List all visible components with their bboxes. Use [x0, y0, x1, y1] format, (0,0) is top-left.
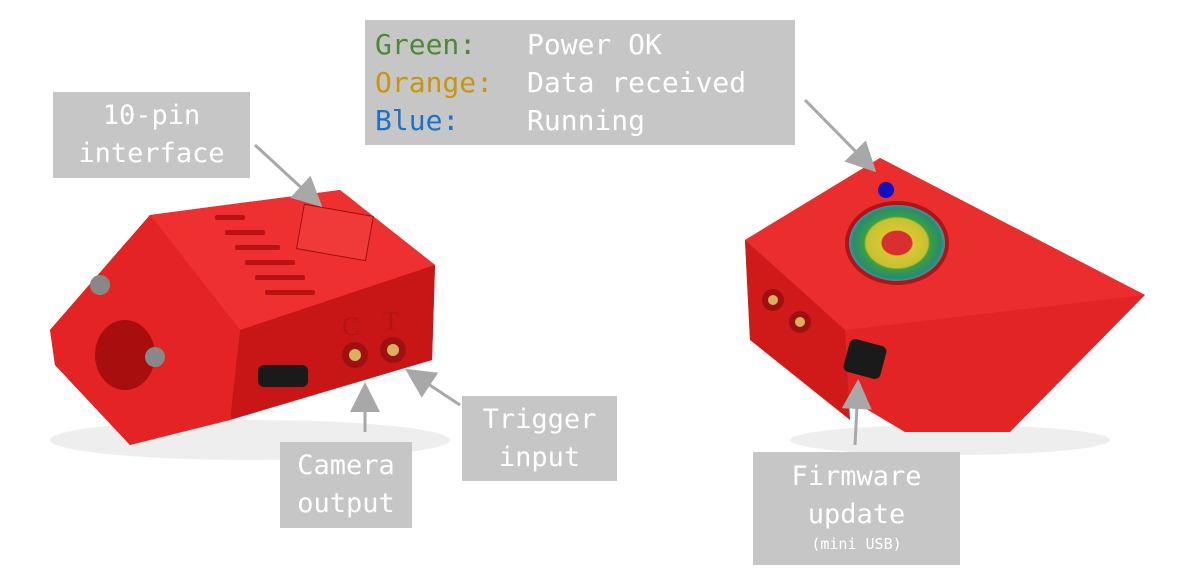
- legend-row-blue: Blue: Running: [375, 102, 795, 140]
- camera-output-label: Camera output: [280, 442, 412, 528]
- trigger-marking: T: [383, 307, 399, 336]
- trigger-arrow: [404, 368, 461, 407]
- label-line: interface: [78, 138, 225, 169]
- legend-row-orange: Orange: Data received: [375, 64, 795, 102]
- mini-usb-port-icon: [843, 339, 887, 379]
- status-led-icon: [878, 182, 894, 198]
- legend-row-green: Green: Power OK: [375, 26, 795, 64]
- interface-label: 10-pin interface: [53, 92, 250, 178]
- left-device: C T: [50, 190, 450, 460]
- label-line: output: [297, 488, 395, 519]
- firmware-arrow: [841, 379, 872, 446]
- usb-port-icon: [258, 365, 308, 387]
- label-line: 10-pin: [102, 100, 201, 131]
- label-note: (mini USB): [811, 535, 902, 553]
- legend-key: Orange:: [375, 66, 494, 99]
- trigger-input-label: Trigger input: [462, 396, 617, 481]
- legend-key: Green:: [375, 28, 477, 61]
- right-device: [745, 158, 1145, 455]
- led-legend: Green: Power OK Orange: Data received Blue…: [365, 20, 795, 145]
- 10-pin-connector: [295, 203, 374, 262]
- legend-value: Data received: [527, 66, 747, 99]
- legend-value: Power OK: [527, 28, 662, 61]
- legend-key: Blue:: [375, 104, 460, 137]
- interface-arrow: [253, 143, 323, 208]
- label-line: Firmware: [791, 461, 922, 492]
- label-line: input: [498, 442, 581, 473]
- firmware-update-label: Firmware update (mini USB): [753, 452, 960, 565]
- lens-icon: [845, 201, 949, 285]
- led-arrow: [803, 98, 877, 173]
- label-line: Trigger: [482, 404, 597, 435]
- camera-marking: C: [342, 312, 359, 341]
- legend-value: Running: [527, 104, 646, 137]
- label-line: Camera: [297, 450, 395, 481]
- label-line: update: [807, 499, 906, 530]
